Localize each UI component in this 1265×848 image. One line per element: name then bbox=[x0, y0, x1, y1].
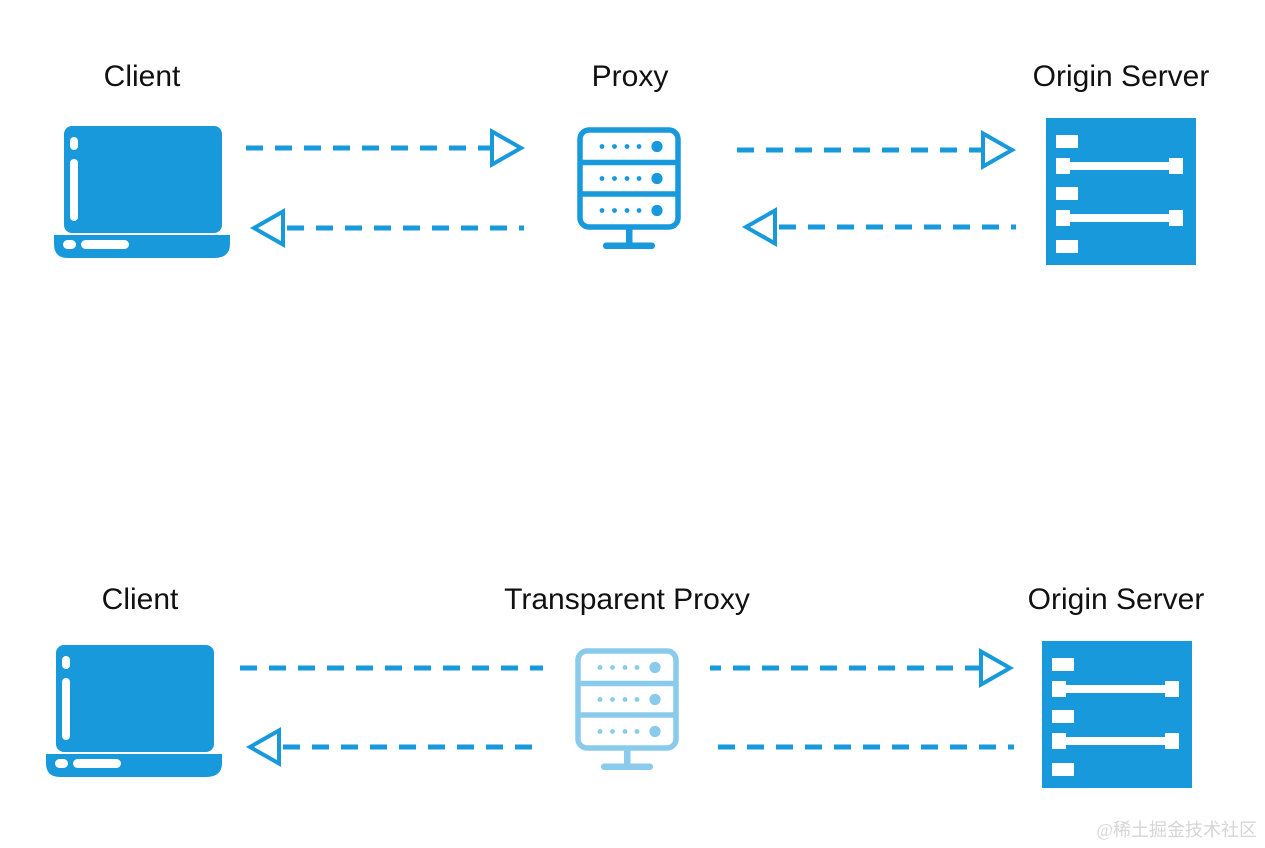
client-laptop-icon bbox=[46, 645, 222, 777]
arrowhead-left-origin-to-client bbox=[245, 727, 281, 767]
origin-server-icon bbox=[1042, 641, 1192, 788]
origin-server-label-top: Origin Server bbox=[1032, 60, 1210, 93]
client-label-bottom: Client bbox=[101, 583, 179, 616]
origin-server-icon bbox=[1046, 118, 1196, 265]
arrowhead-right-client-to-proxy bbox=[490, 128, 526, 168]
arrowhead-right-client-to-origin bbox=[979, 648, 1015, 688]
arrowhead-right-proxy-to-origin bbox=[981, 130, 1017, 170]
arrowhead-left-proxy-to-client bbox=[249, 208, 285, 248]
transparent-proxy-label: Transparent Proxy bbox=[504, 583, 750, 616]
watermark-text: @稀土掘金技术社区 bbox=[1096, 820, 1257, 840]
origin-server-label-bottom: Origin Server bbox=[1027, 583, 1205, 616]
proxy-server-icon bbox=[580, 130, 678, 249]
arrowhead-left-origin-to-proxy bbox=[741, 207, 777, 247]
proxy-label: Proxy bbox=[591, 60, 669, 93]
client-laptop-icon bbox=[54, 126, 230, 258]
client-label-top: Client bbox=[103, 60, 181, 93]
